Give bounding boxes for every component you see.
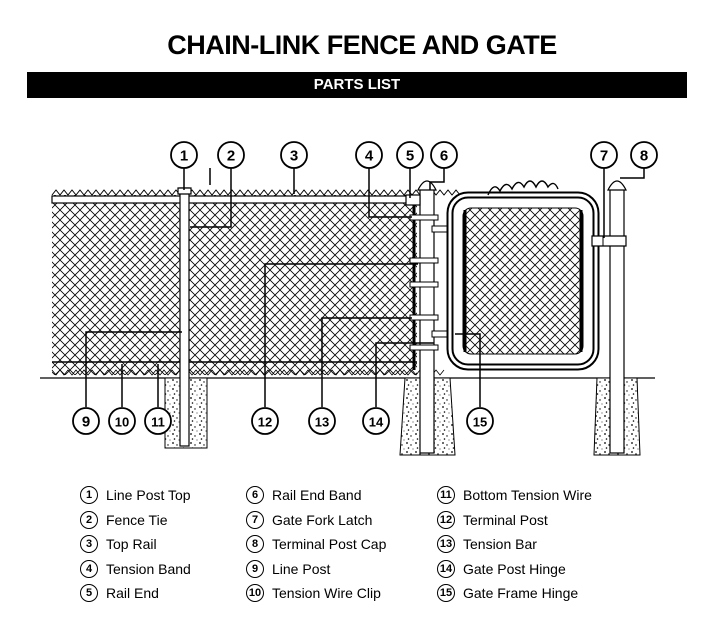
legend-number: 14 [437,559,455,578]
gate-mesh [462,207,584,355]
callout-circles [72,141,658,435]
end-terminal-post [609,187,625,454]
legend-item: 5 Rail End [80,581,191,606]
fence-mesh [52,195,417,375]
legend-number: 10 [246,584,264,603]
legend-label: Line Post [272,560,331,577]
parts-legend-column-2: 6 Rail End Band 7 Gate Fork Latch 8 Termina… [246,483,386,606]
legend-label: Line Post Top [106,487,191,504]
line-post [179,187,190,447]
legend-label: Bottom Tension Wire [463,487,592,504]
callout-9: 9 [82,414,90,431]
legend-item: 7 Gate Fork Latch [246,508,386,533]
legend-number: 7 [246,510,264,529]
legend-item: 15 Gate Frame Hinge [437,581,592,606]
legend-number: 3 [80,535,98,554]
callout-14: 14 [369,415,384,430]
legend-item: 9 Line Post [246,557,386,582]
diagram-title: CHAIN-LINK FENCE AND GATE [167,30,557,60]
callout-2: 2 [227,148,235,165]
legend-number: 13 [437,535,455,554]
callout-13: 13 [315,415,329,430]
legend-label: Terminal Post Cap [272,536,387,553]
legend-number: 9 [246,559,264,578]
legend-label: Gate Post Hinge [463,560,566,577]
legend-label: Tension Bar [463,536,537,553]
legend-item: 2 Fence Tie [80,508,191,533]
legend-item: 3 Top Rail [80,532,191,557]
legend-number: 12 [437,510,455,529]
legend-item: 4 Tension Band [80,557,191,582]
legend-label: Rail End [106,585,159,602]
parts-legend-column-1: 1 Line Post Top 2 Fence Tie 3 Top Rail 4 Ten… [80,483,191,606]
terminal-post-cap [607,180,627,191]
legend-label: Rail End Band [272,487,362,504]
top-rail [51,195,418,204]
legend-number: 6 [246,486,264,505]
legend-number: 4 [80,559,98,578]
legend-number: 8 [246,535,264,554]
parts-list-banner: PARTS LIST [27,72,687,98]
legend-label: Tension Band [106,560,191,577]
legend-item: 11 Bottom Tension Wire [437,483,592,508]
fence-selvage [51,189,461,196]
legend-label: Gate Fork Latch [272,511,373,528]
legend-label: Tension Wire Clip [272,585,381,602]
legend-label: Terminal Post [463,511,548,528]
legend-number: 15 [437,584,455,603]
callout-12: 12 [258,415,272,430]
line-post-top [177,187,192,195]
legend-item: 6 Rail End Band [246,483,386,508]
callout-5: 5 [406,148,414,165]
gate-fork-latch [591,235,627,247]
legend-number: 11 [437,486,455,505]
legend-item: 8 Terminal Post Cap [246,532,386,557]
callout-3: 3 [290,148,298,165]
legend-item: 13 Tension Bar [437,532,592,557]
legend-label: Gate Frame Hinge [463,585,579,602]
legend-item: 12 Terminal Post [437,508,592,533]
legend-item: 10 Tension Wire Clip [246,581,386,606]
callout-4: 4 [365,148,374,165]
legend-number: 5 [80,584,98,603]
legend-label: Fence Tie [106,511,168,528]
callout-8: 8 [640,148,648,165]
legend-item: 14 Gate Post Hinge [437,557,592,582]
callout-1: 1 [180,148,188,165]
callout-15: 15 [473,415,487,430]
callout-11: 11 [151,415,165,430]
callout-6: 6 [440,148,448,165]
callout-10: 10 [115,415,129,430]
legend-item: 1 Line Post Top [80,483,191,508]
rail-end [405,194,421,206]
legend-number: 2 [80,510,98,529]
legend-number: 1 [80,486,98,505]
callout-7: 7 [600,148,608,165]
legend-label: Top Rail [106,536,157,553]
parts-legend-column-3: 11 Bottom Tension Wire 12 Terminal Post 13… [437,483,592,606]
